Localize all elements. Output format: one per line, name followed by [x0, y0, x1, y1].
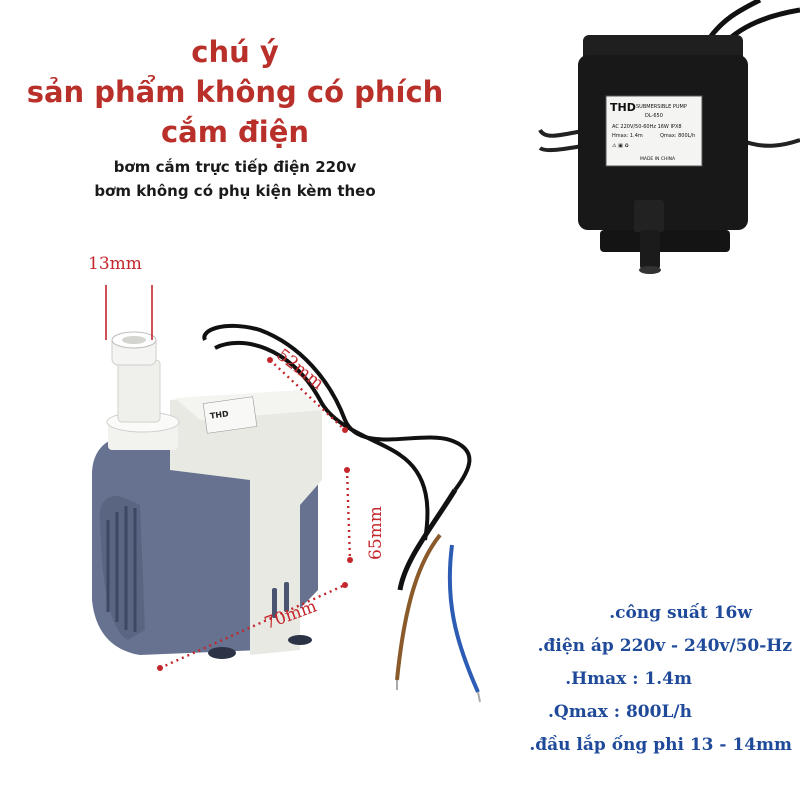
notice-title-line-2: sản phẩm không có phích — [26, 75, 444, 109]
spec-voltage: .điện áp 220v - 240v/50-Hz — [537, 636, 792, 656]
label-model: DL-650 — [645, 113, 663, 119]
svg-text:THD: THD — [209, 409, 229, 421]
spec-qmax: .Qmax : 800L/h — [548, 702, 692, 722]
depth-dim-line — [269, 359, 346, 431]
notice-title-line-1: chú ý — [191, 35, 279, 69]
notice-sub-line-2: bơm không có phụ kiện kèm theo — [94, 182, 376, 200]
label-type: SUBMERSIBLE PUMP — [636, 104, 687, 110]
spec-pipe-size: .đầu lắp ống phi 13 - 14mm — [529, 735, 792, 755]
label-brand: THD — [610, 101, 636, 114]
spec-power: .công suất 16w — [609, 603, 752, 623]
spec-hmax: .Hmax : 1.4m — [565, 669, 692, 689]
height-dimension-label: 65mm — [366, 506, 386, 560]
nozzle-dimension-label: 13mm — [88, 254, 142, 274]
label-origin: MADE IN CHINA — [640, 156, 676, 162]
blue-wire — [447, 544, 480, 693]
notice-sub-line-1: bơm cắm trực tiếp điện 220v — [113, 158, 357, 176]
label-qmax: Qmax: 800L/h — [660, 133, 695, 139]
notice-title-line-3: cắm điện — [160, 115, 310, 149]
label-rating: AC 220V/50-60Hz 16W IPX8 — [612, 124, 682, 130]
height-dim-line — [345, 469, 352, 561]
width-dim-line — [159, 583, 346, 670]
svg-text:⚠ ▣ ♻: ⚠ ▣ ♻ — [612, 143, 629, 149]
brown-wire — [395, 533, 442, 681]
label-hmax: Hmax: 1.4m — [612, 133, 643, 139]
